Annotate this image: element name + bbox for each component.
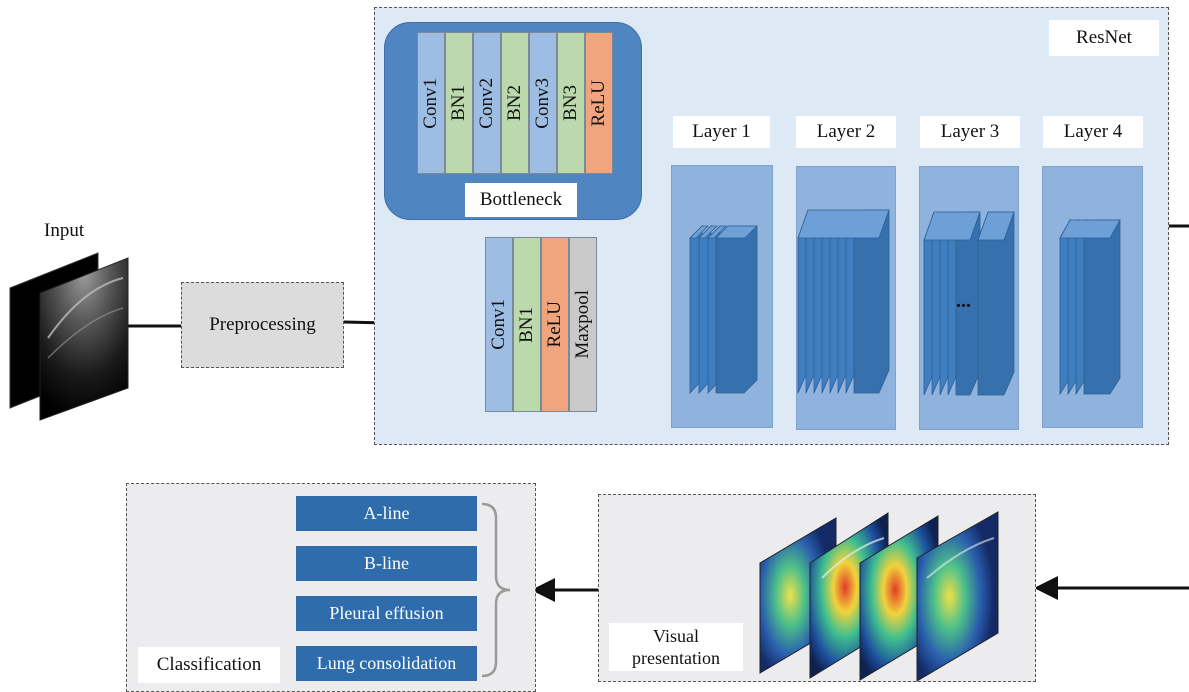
bottleneck-conv1: Conv1 <box>417 32 445 174</box>
bottleneck-layers: Conv1 BN1 Conv2 BN2 Conv3 BN3 ReLU <box>417 32 613 174</box>
stem-layers: Conv1 BN1 ReLU Maxpool <box>485 237 597 412</box>
visual-label-line1: Visual <box>653 626 699 646</box>
layer4-maps <box>1059 218 1121 396</box>
visual-presentation-label: Visual presentation <box>609 623 743 671</box>
bottleneck-bn3: BN3 <box>557 32 585 174</box>
bottleneck-bn1: BN1 <box>445 32 473 174</box>
class-b-line: B-line <box>296 546 477 581</box>
class-lung-consolidation: Lung consolidation <box>296 646 477 681</box>
preprocessing-label: Preprocessing <box>209 314 316 335</box>
layer3-label: Layer 3 <box>920 116 1020 148</box>
visual-label-line2: presentation <box>632 648 720 668</box>
class-pleural-effusion: Pleural effusion <box>296 596 477 631</box>
layer1-maps <box>689 225 758 395</box>
class-a-line: A-line <box>296 496 477 531</box>
bottleneck-label: Bottleneck <box>465 183 577 217</box>
stem-conv1: Conv1 <box>485 237 513 412</box>
layer4-label: Layer 4 <box>1043 116 1143 148</box>
stem-bn1: BN1 <box>513 237 541 412</box>
bottleneck-conv3: Conv3 <box>529 32 557 174</box>
stem-relu: ReLU <box>541 237 569 412</box>
input-label: Input <box>44 220 85 241</box>
preprocessing-box: Preprocessing <box>181 282 344 368</box>
bottleneck-bn2: BN2 <box>501 32 529 174</box>
classification-label: Classification <box>138 647 280 683</box>
class-brace <box>481 502 511 678</box>
bottleneck-conv2: Conv2 <box>473 32 501 174</box>
heatmap-images <box>759 511 999 682</box>
stem-maxpool: Maxpool <box>569 237 597 412</box>
input-ultrasound-images <box>9 252 129 421</box>
layer3-maps <box>923 211 1015 396</box>
bottleneck-relu: ReLU <box>585 32 613 174</box>
layer3-ellipsis: ... <box>956 290 971 312</box>
layer2-maps <box>797 209 890 394</box>
resnet-label: ResNet <box>1049 20 1159 56</box>
layer1-label: Layer 1 <box>673 116 770 148</box>
layer2-label: Layer 2 <box>796 116 896 148</box>
